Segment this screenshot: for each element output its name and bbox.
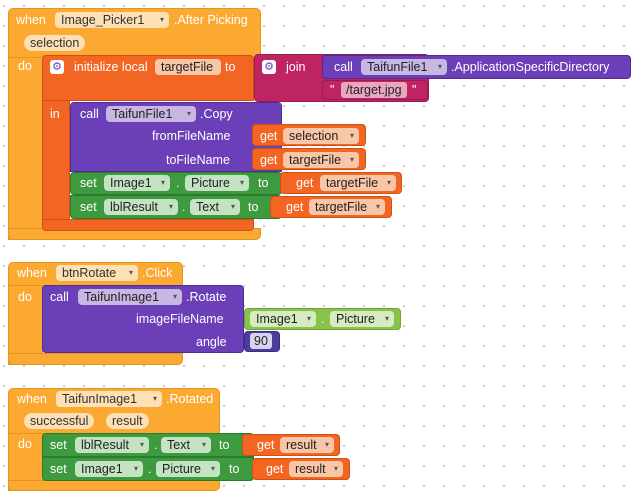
get-label: get	[266, 462, 284, 476]
var-dropdown[interactable]: targetFile▾	[283, 152, 359, 168]
component-dropdown[interactable]: TaifunFile1▾	[361, 59, 447, 75]
var-dropdown[interactable]: targetFile▾	[309, 199, 385, 215]
do-label: do	[18, 437, 32, 451]
chevron-down-icon: ▾	[210, 464, 215, 473]
when-label: when	[17, 266, 47, 280]
chevron-down-icon: ▾	[152, 394, 157, 403]
component-dropdown[interactable]: Image_Picker1▾	[55, 12, 169, 28]
component-dropdown[interactable]: TaifunFile1▾	[106, 106, 196, 122]
chevron-down-icon: ▾	[186, 109, 191, 118]
chevron-down-icon: ▾	[159, 15, 164, 24]
component-dropdown[interactable]: Image1▾	[250, 311, 316, 327]
string-field[interactable]: /target.jpg	[341, 82, 407, 98]
var-dropdown[interactable]: selection▾	[283, 128, 359, 144]
angle-value[interactable]: 90	[250, 333, 272, 349]
chevron-down-icon: ▾	[172, 292, 177, 301]
dot-separator: .	[182, 200, 186, 214]
chevron-down-icon: ▾	[133, 464, 138, 473]
chevron-down-icon: ▾	[386, 178, 391, 187]
gear-icon[interactable]: ⚙	[262, 60, 276, 74]
event-label: .Rotated	[166, 392, 214, 406]
property-dropdown[interactable]: Picture▾	[185, 175, 249, 191]
quote-close: "	[412, 83, 417, 97]
chevron-down-icon: ▾	[437, 62, 442, 71]
chevron-down-icon: ▾	[349, 131, 354, 140]
var-dropdown[interactable]: targetFile▾	[320, 175, 396, 191]
get-label: get	[260, 153, 278, 167]
component-dropdown[interactable]: TaifunImage1▾	[56, 391, 162, 407]
call-label: call	[50, 290, 69, 304]
set-label: set	[50, 462, 67, 476]
param-result[interactable]: result	[106, 413, 149, 429]
chevron-down-icon: ▾	[168, 202, 173, 211]
component-dropdown[interactable]: TaifunImage1▾	[78, 289, 182, 305]
get-label: get	[260, 129, 278, 143]
when-label: when	[17, 392, 47, 406]
arg-tofilename: toFileName	[166, 153, 230, 167]
chevron-down-icon: ▾	[384, 314, 389, 323]
arg-imagefilename: imageFileName	[136, 312, 224, 326]
do-label: do	[18, 290, 32, 304]
join-label: join	[286, 60, 306, 74]
get-label: get	[286, 200, 304, 214]
chevron-down-icon: ▾	[349, 155, 354, 164]
event-label: .After Picking	[174, 13, 248, 27]
component-dropdown[interactable]: btnRotate▾	[56, 265, 138, 281]
chevron-down-icon: ▾	[201, 440, 206, 449]
call-label: call	[334, 60, 353, 74]
chevron-down-icon: ▾	[306, 314, 311, 323]
dot-separator: .	[148, 462, 152, 476]
dot-separator: .	[154, 438, 158, 452]
event-label: .Click	[142, 266, 173, 280]
in-label: in	[50, 107, 60, 121]
param-successful[interactable]: successful	[24, 413, 95, 429]
property-dropdown[interactable]: Picture▾	[330, 311, 394, 327]
quote-open: "	[330, 83, 335, 97]
chevron-down-icon: ▾	[375, 202, 380, 211]
component-dropdown[interactable]: Image1▾	[104, 175, 170, 191]
var-dropdown[interactable]: result▾	[280, 437, 334, 453]
dot-separator: .	[176, 176, 180, 190]
to-label: to	[219, 438, 230, 452]
to-label: to	[258, 176, 269, 190]
to-label: to	[248, 200, 259, 214]
chevron-down-icon: ▾	[128, 268, 133, 277]
component-dropdown[interactable]: lblResult▾	[104, 199, 178, 215]
to-label: to	[225, 60, 236, 74]
chevron-down-icon: ▾	[139, 440, 144, 449]
property-dropdown[interactable]: Picture▾	[156, 461, 220, 477]
do-label: do	[18, 59, 32, 73]
property-dropdown[interactable]: Text▾	[161, 437, 211, 453]
when-label: when	[16, 13, 46, 27]
method-label: .Rotate	[186, 290, 227, 304]
component-dropdown[interactable]: Image1▾	[75, 461, 143, 477]
set-label: set	[80, 176, 97, 190]
to-label: to	[229, 462, 240, 476]
gear-icon[interactable]: ⚙	[50, 60, 64, 74]
get-label: get	[257, 438, 275, 452]
dot-separator: .	[321, 312, 325, 326]
param-selection[interactable]: selection	[24, 35, 86, 51]
component-dropdown[interactable]: lblResult▾	[75, 437, 149, 453]
chevron-down-icon: ▾	[239, 178, 244, 187]
chevron-down-icon: ▾	[324, 440, 329, 449]
chevron-down-icon: ▾	[230, 202, 235, 211]
arg-angle: angle	[196, 335, 227, 349]
call-label: call	[80, 107, 99, 121]
get-label: get	[296, 176, 314, 190]
set-label: set	[80, 200, 97, 214]
var-dropdown[interactable]: result▾	[289, 461, 343, 477]
property-dropdown[interactable]: Text▾	[190, 199, 240, 215]
method-label: .ApplicationSpecificDirectory	[451, 60, 610, 74]
set-label: set	[50, 438, 67, 452]
method-label: .Copy	[200, 107, 233, 121]
arg-fromfilename: fromFileName	[152, 129, 231, 143]
chevron-down-icon: ▾	[333, 464, 338, 473]
init-local-label: initialize local	[74, 60, 148, 74]
var-name-field[interactable]: targetFile	[155, 59, 221, 75]
chevron-down-icon: ▾	[160, 178, 165, 187]
